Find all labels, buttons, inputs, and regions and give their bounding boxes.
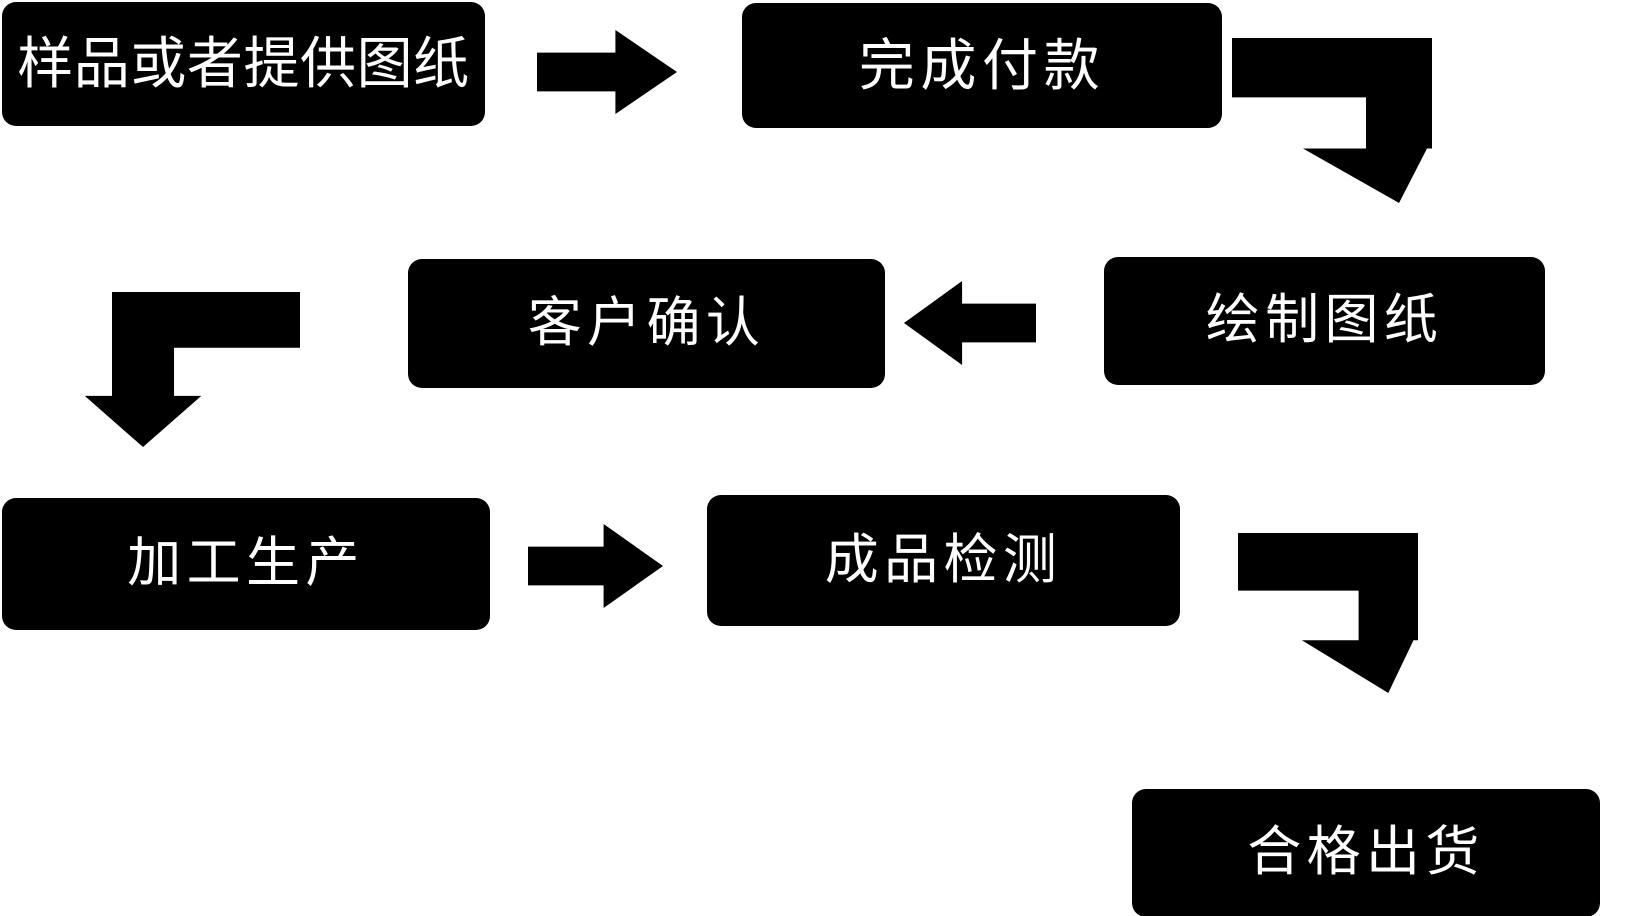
flow-connector-arrow-right-icon — [528, 524, 663, 608]
flow-connector-elbow-right-down-icon — [1232, 38, 1432, 203]
flow-node-confirm[interactable]: 客户确认 — [408, 259, 885, 388]
flow-node-label: 绘制图纸 — [1205, 290, 1444, 351]
flow-connector-arrow-left-icon — [904, 281, 1036, 365]
flow-node-drawing[interactable]: 绘制图纸 — [1104, 257, 1545, 385]
flow-node-production[interactable]: 加工生产 — [2, 498, 490, 630]
flow-node-shipment[interactable]: 合格出货 — [1132, 789, 1600, 916]
flow-node-label: 样品或者提供图纸 — [17, 32, 470, 96]
flow-node-sample[interactable]: 样品或者提供图纸 — [2, 2, 485, 126]
flow-node-payment[interactable]: 完成付款 — [742, 3, 1222, 128]
flow-node-label: 完成付款 — [858, 33, 1106, 97]
flow-connector-elbow-right-down-icon — [1238, 533, 1418, 693]
flow-connector-arrow-right-icon — [537, 30, 677, 114]
flow-connector-elbow-left-down-icon — [84, 292, 301, 447]
flow-node-inspection[interactable]: 成品检测 — [707, 495, 1180, 626]
flow-node-label: 加工生产 — [127, 533, 365, 594]
flow-node-label: 成品检测 — [824, 529, 1063, 590]
flow-node-label: 客户确认 — [527, 292, 766, 353]
flow-node-label: 合格出货 — [1247, 822, 1485, 883]
